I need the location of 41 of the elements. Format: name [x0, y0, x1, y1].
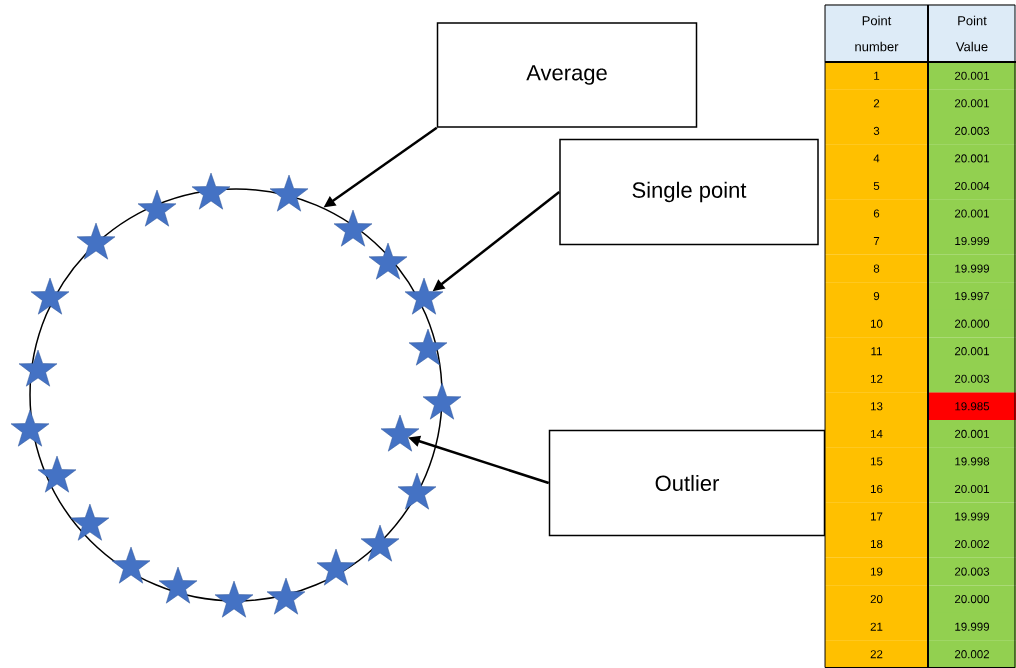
table-cell: 3 — [825, 117, 928, 145]
star-marker — [214, 580, 254, 618]
table-cell: 20.004 — [928, 172, 1016, 200]
table-cell: 20.000 — [928, 585, 1016, 613]
table-cell: 19.999 — [928, 502, 1016, 531]
star-marker — [408, 328, 448, 366]
label-box: Average — [436, 22, 698, 128]
star-marker — [191, 172, 231, 210]
table-cell: 20.002 — [928, 640, 1016, 668]
star-marker — [76, 222, 116, 260]
table-cell: 18 — [825, 530, 928, 558]
table-cell: 5 — [825, 172, 928, 200]
star-marker — [30, 277, 70, 315]
table-cell: 19.999 — [928, 227, 1016, 255]
table-cell: 19.985 — [928, 392, 1016, 421]
star-marker — [269, 174, 309, 212]
table-cell: 20.002 — [928, 530, 1016, 558]
star-marker — [404, 277, 444, 315]
table-cell: 20.001 — [928, 420, 1016, 448]
table-cell: 20.003 — [928, 117, 1016, 145]
table-cell: 22 — [825, 640, 928, 668]
star-marker — [10, 409, 50, 447]
table-cell: 20 — [825, 585, 928, 613]
star-marker — [18, 349, 58, 387]
table-cell: 7 — [825, 227, 928, 255]
table-cell: 14 — [825, 420, 928, 448]
table-cell: 9 — [825, 282, 928, 310]
table-cell: 11 — [825, 337, 928, 366]
star-marker — [380, 414, 420, 452]
star-marker — [422, 382, 462, 420]
label-box: Outlier — [548, 429, 826, 537]
star-marker — [360, 524, 400, 562]
table-cell: 2 — [825, 89, 928, 118]
table-cell: 13 — [825, 392, 928, 421]
label-box: Single point — [559, 138, 819, 246]
table-cell: 16 — [825, 475, 928, 503]
table-cell: 20.001 — [928, 475, 1016, 503]
star-marker — [266, 577, 306, 615]
table-cell: 19.997 — [928, 282, 1016, 310]
table-cell: 20.001 — [928, 89, 1016, 118]
table-cell: 20.001 — [928, 337, 1016, 366]
